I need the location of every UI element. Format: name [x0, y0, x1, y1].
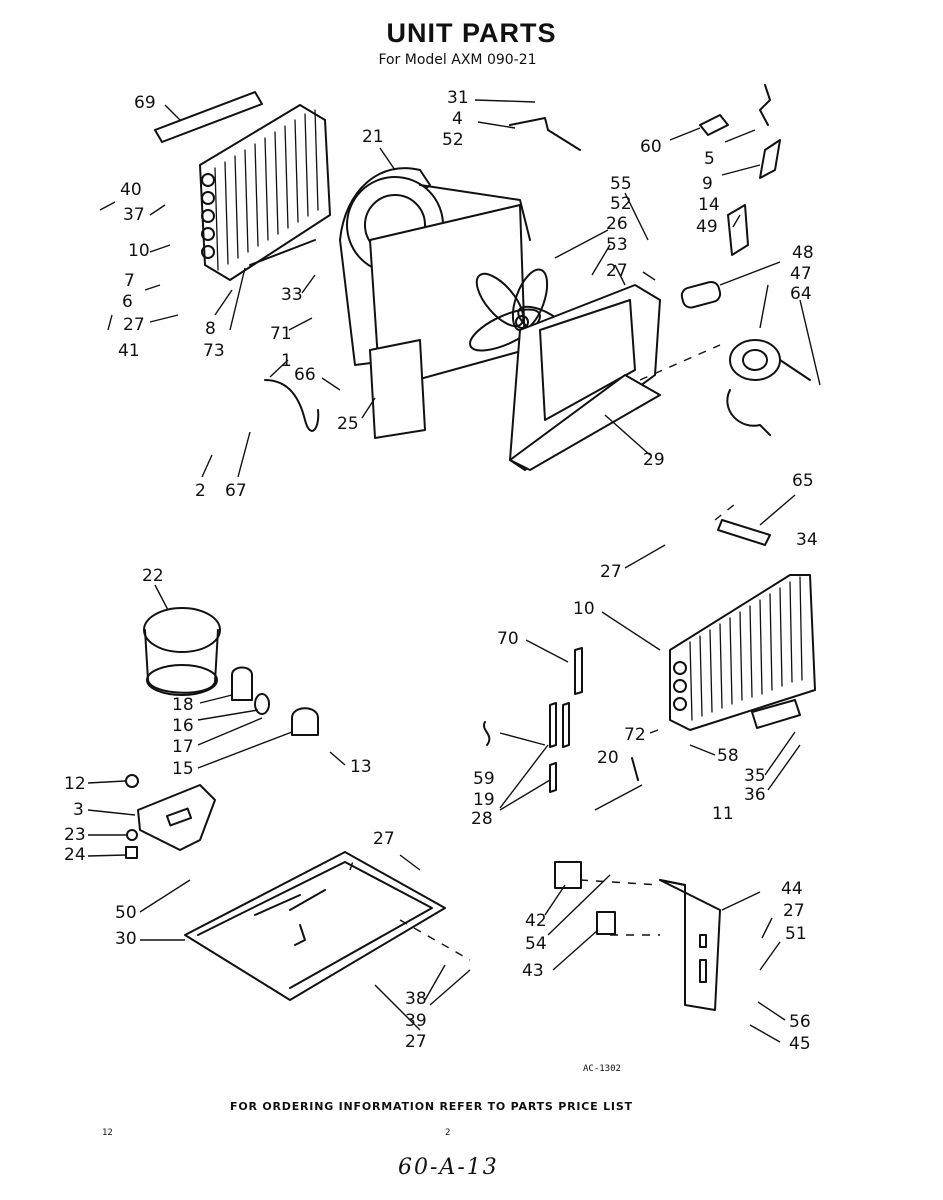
callout-9: 9 — [702, 174, 713, 194]
callout-40: 40 — [120, 180, 142, 200]
callout-51: 51 — [785, 924, 807, 944]
callout-43: 43 — [522, 961, 544, 981]
callout-21: 21 — [362, 127, 384, 147]
callout-33: 33 — [281, 285, 303, 305]
callout-65: 65 — [792, 471, 814, 491]
callout-11: 11 — [712, 804, 734, 824]
callout-54: 54 — [525, 934, 547, 954]
callout-42: 42 — [525, 911, 547, 931]
callout-15: 15 — [172, 759, 194, 779]
callout-39: 39 — [405, 1011, 427, 1031]
callout-12: 12 — [64, 774, 86, 794]
callout-28: 28 — [471, 809, 493, 829]
callout-34: 34 — [796, 530, 818, 550]
callout-56: 56 — [789, 1012, 811, 1032]
callout-20: 20 — [597, 748, 619, 768]
callout-14: 14 — [698, 195, 720, 215]
callout-49: 49 — [696, 217, 718, 237]
callout-7: 7 — [124, 271, 135, 291]
callout-37: 37 — [123, 205, 145, 225]
callout-2: 2 — [195, 481, 206, 501]
diagram-code: AC-1302 — [583, 1064, 621, 1074]
callout-13: 13 — [350, 757, 372, 777]
callout-25: 25 — [337, 414, 359, 434]
callout-26: 26 — [606, 214, 628, 234]
callout-3: 3 — [73, 800, 84, 820]
callout-48: 48 — [792, 243, 814, 263]
callout-30: 30 — [115, 929, 137, 949]
model-subtitle: For Model AXM 090-21 — [378, 52, 537, 68]
callout-71: 71 — [270, 324, 292, 344]
callout-52b: 52 — [610, 194, 632, 214]
callout-72: 72 — [624, 725, 646, 745]
callout-29: 29 — [643, 450, 665, 470]
callout-16: 16 — [172, 716, 194, 736]
page-title: UNIT PARTS — [386, 18, 557, 48]
callout-31: 31 — [447, 88, 469, 108]
callout-45: 45 — [789, 1034, 811, 1054]
callout-58: 58 — [717, 746, 739, 766]
callout-18: 18 — [172, 695, 194, 715]
callout-52: 52 — [442, 130, 464, 150]
callout-35: 35 — [744, 766, 766, 786]
callout-44: 44 — [781, 879, 803, 899]
callout-19: 19 — [473, 790, 495, 810]
callout-47: 47 — [790, 264, 812, 284]
callout-22: 22 — [142, 566, 164, 586]
callout-24: 24 — [64, 845, 86, 865]
callout-50: 50 — [115, 903, 137, 923]
callout-55: 55 — [610, 174, 632, 194]
callout-27c: 27 — [600, 562, 622, 582]
page-number: 2 — [445, 1128, 451, 1138]
callout-36: 36 — [744, 785, 766, 805]
callout-69: 69 — [134, 93, 156, 113]
callout-73: 73 — [203, 341, 225, 361]
callout-59: 59 — [473, 769, 495, 789]
callout-6: 6 — [122, 292, 133, 312]
callout-5: 5 — [704, 149, 715, 169]
callout-38: 38 — [405, 989, 427, 1009]
callout-23: 23 — [64, 825, 86, 845]
callout-17: 17 — [172, 737, 194, 757]
callout-64: 64 — [790, 284, 812, 304]
callout-4: 4 — [452, 109, 463, 129]
footer-note: FOR ORDERING INFORMATION REFER TO PARTS … — [230, 1100, 633, 1113]
callout-27b: 27 — [606, 261, 628, 281]
callout-53: 53 — [606, 235, 628, 255]
callout-70: 70 — [497, 629, 519, 649]
callout-60: 60 — [640, 137, 662, 157]
callout-1: 1 — [281, 351, 292, 371]
callout-27d: 27 — [373, 829, 395, 849]
callout-41: 41 — [118, 341, 140, 361]
handwritten-note: 60-A-13 — [398, 1155, 499, 1180]
callout-8: 8 — [205, 319, 216, 339]
callout-66: 66 — [294, 365, 316, 385]
callout-27: 27 — [123, 315, 145, 335]
callout-67: 67 — [225, 481, 247, 501]
callout-27f: 27 — [783, 901, 805, 921]
callout-10b: 10 — [573, 599, 595, 619]
callout-10: 10 — [128, 241, 150, 261]
callout-27e: 27 — [405, 1032, 427, 1052]
margin-mark: 12 — [102, 1128, 113, 1138]
